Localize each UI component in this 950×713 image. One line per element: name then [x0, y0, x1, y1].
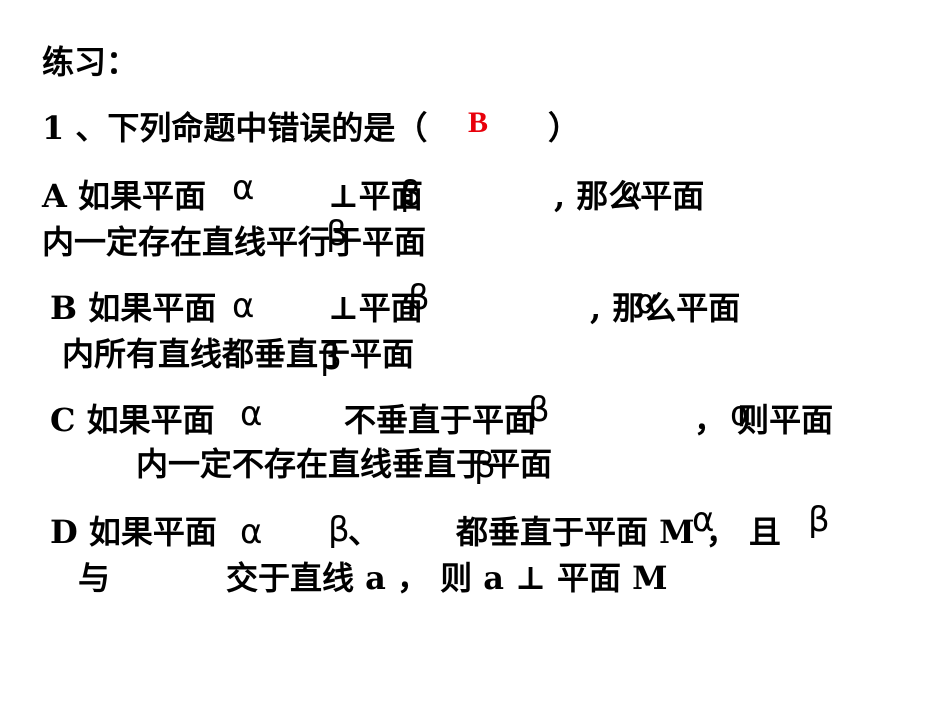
- alpha-symbol: α: [692, 500, 715, 540]
- alpha-symbol: α: [620, 170, 643, 210]
- stem-text: 1 、下列命题中错误的是（: [42, 109, 428, 147]
- option-d-line1-end: 都垂直于平面 M ， 且: [456, 513, 781, 551]
- beta-symbol: β: [474, 446, 496, 486]
- beta-symbol: β: [326, 214, 348, 254]
- option-d-line2-end: 交于直线 a ， 则 a ⊥ 平面 M: [226, 559, 668, 597]
- alpha-symbol: α: [232, 286, 255, 326]
- alpha-symbol: α: [240, 512, 263, 552]
- option-c-line1-start: C 如果平面: [50, 401, 215, 439]
- exercise-title: 练习：: [42, 43, 139, 81]
- option-d-line2-start: 与: [78, 559, 111, 597]
- beta-symbol: β: [320, 338, 342, 378]
- beta-symbol: β: [328, 510, 350, 550]
- option-c-line1-end: ， 则平面: [694, 401, 834, 439]
- option-a-line1-end: , 那么平面: [554, 177, 705, 215]
- alpha-symbol: α: [240, 394, 263, 434]
- alpha-symbol: α: [636, 282, 659, 322]
- stem-close-paren: ）: [548, 109, 581, 147]
- option-b-line1-mid: ⊥平面: [328, 289, 423, 327]
- option-b-line1-end: , 那么平面: [590, 289, 741, 327]
- beta-symbol: β: [400, 174, 422, 214]
- option-d-line1-start: D 如果平面: [50, 513, 217, 551]
- option-d-separator: 、: [348, 513, 381, 551]
- option-a-line1-start: A 如果平面: [42, 177, 206, 215]
- beta-symbol: β: [808, 500, 830, 540]
- option-c-line1-mid: 不垂直于平面: [344, 401, 537, 439]
- alpha-symbol: α: [730, 394, 753, 434]
- answer-label: B: [468, 106, 489, 139]
- beta-symbol: β: [408, 278, 430, 318]
- beta-symbol: β: [528, 390, 550, 430]
- option-a-line2: 内一定存在直线平行于平面: [42, 223, 427, 261]
- option-c-line2: 内一定不存在直线垂直于平面: [136, 445, 553, 483]
- option-a-line1-mid: ⊥平面: [328, 177, 423, 215]
- option-b-line2: 内所有直线都垂直于平面: [62, 335, 415, 373]
- option-b-line1-start: B 如果平面: [50, 289, 217, 327]
- alpha-symbol: α: [232, 168, 255, 208]
